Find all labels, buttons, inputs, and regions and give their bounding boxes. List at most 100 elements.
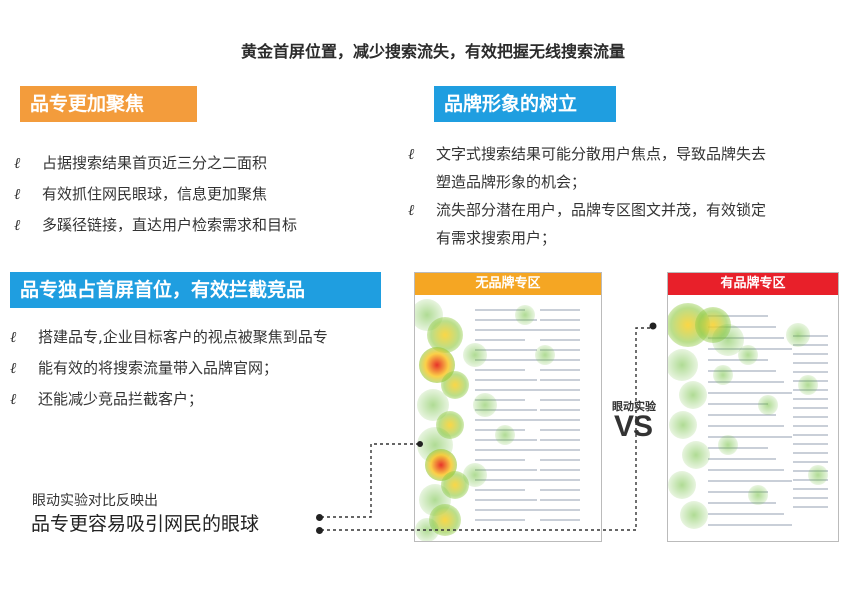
bullet-icon: ℓ bbox=[408, 145, 415, 163]
heat-spot bbox=[682, 441, 710, 469]
heat-spot bbox=[463, 463, 487, 487]
heatmap-field bbox=[668, 295, 838, 541]
result-text-line bbox=[540, 349, 580, 351]
tag-focus: 品专更加聚焦 bbox=[20, 86, 197, 122]
heat-spot bbox=[473, 393, 497, 417]
panel-header-without-brand: 无品牌专区 bbox=[415, 273, 601, 295]
result-text-line bbox=[540, 519, 580, 521]
result-text-line bbox=[475, 489, 525, 491]
heat-spot bbox=[786, 323, 810, 347]
result-text-line bbox=[708, 436, 792, 438]
result-text-line bbox=[708, 414, 776, 416]
result-text-line bbox=[708, 513, 784, 515]
bullet-icon: ℓ bbox=[10, 390, 17, 408]
result-text-line bbox=[475, 349, 537, 351]
result-text-line bbox=[475, 509, 549, 511]
result-text-line bbox=[475, 309, 525, 311]
result-text-line bbox=[540, 449, 580, 451]
tag-first-screen: 品专独占首屏首位，有效拦截竞品 bbox=[10, 272, 381, 308]
result-text-line bbox=[540, 369, 580, 371]
result-text-line bbox=[540, 389, 580, 391]
result-text-line bbox=[475, 359, 549, 361]
result-text-line bbox=[540, 479, 580, 481]
heat-spot bbox=[668, 349, 698, 381]
bullet-icon: ℓ bbox=[14, 216, 21, 234]
heat-spot bbox=[680, 501, 708, 529]
result-text-line bbox=[475, 459, 525, 461]
result-text-line bbox=[540, 359, 580, 361]
result-text-line bbox=[708, 469, 784, 471]
connector-dot bbox=[316, 527, 323, 534]
result-text-line bbox=[540, 399, 580, 401]
result-text-line bbox=[540, 319, 580, 321]
result-text-line bbox=[708, 458, 776, 460]
result-text-line bbox=[708, 315, 768, 317]
result-text-line bbox=[793, 416, 828, 418]
result-text-line bbox=[793, 506, 828, 508]
result-text-line bbox=[475, 379, 537, 381]
result-text-line bbox=[793, 371, 828, 373]
heatmap-field bbox=[415, 295, 601, 541]
result-text-line bbox=[540, 309, 580, 311]
result-text-line bbox=[475, 499, 537, 501]
heatmap-without-brand: 无品牌专区 bbox=[414, 272, 602, 542]
result-text-line bbox=[793, 461, 828, 463]
heat-spot bbox=[669, 411, 697, 439]
result-text-line bbox=[540, 469, 580, 471]
result-text-line bbox=[708, 447, 768, 449]
result-text-line bbox=[540, 379, 580, 381]
result-text-line bbox=[475, 389, 549, 391]
heat-spot bbox=[415, 518, 439, 541]
result-text-line bbox=[540, 339, 580, 341]
result-text-line bbox=[475, 469, 537, 471]
page-title: 黄金首屏位置，减少搜索流失，有效把握无线搜索流量 bbox=[240, 42, 625, 61]
vs-label: VS bbox=[614, 410, 653, 443]
result-text-line bbox=[708, 381, 784, 383]
bottom-headline: 品专更容易吸引网民的眼球 bbox=[31, 513, 260, 535]
heat-spot bbox=[713, 365, 733, 385]
result-text-line bbox=[793, 443, 828, 445]
result-text-line bbox=[708, 370, 776, 372]
result-text-line bbox=[793, 344, 828, 346]
result-text-line bbox=[475, 399, 525, 401]
result-text-line bbox=[793, 452, 828, 454]
heat-spot bbox=[668, 471, 696, 499]
eye-tracking-label: 眼动实验 bbox=[612, 400, 656, 413]
result-text-line bbox=[793, 488, 828, 490]
result-text-line bbox=[540, 329, 580, 331]
heat-spot bbox=[808, 465, 828, 485]
panel-header-with-brand: 有品牌专区 bbox=[668, 273, 838, 295]
connector-dot bbox=[316, 514, 323, 521]
result-text-line bbox=[475, 519, 525, 521]
result-text-line bbox=[540, 509, 580, 511]
heat-spot bbox=[679, 381, 707, 409]
heat-spot bbox=[738, 345, 758, 365]
result-text-line bbox=[475, 329, 549, 331]
result-text-line bbox=[793, 497, 828, 499]
result-text-line bbox=[475, 319, 537, 321]
result-text-line bbox=[475, 409, 537, 411]
bullet-icon: ℓ bbox=[10, 359, 17, 377]
result-text-line bbox=[793, 434, 828, 436]
result-text-line bbox=[793, 353, 828, 355]
result-text-line bbox=[708, 491, 768, 493]
result-text-line bbox=[708, 480, 792, 482]
result-text-line bbox=[540, 439, 580, 441]
result-text-line bbox=[708, 337, 784, 339]
result-text-line bbox=[793, 425, 828, 427]
result-text-line bbox=[793, 398, 828, 400]
result-text-line bbox=[540, 459, 580, 461]
heat-spot bbox=[748, 485, 768, 505]
result-text-line bbox=[793, 362, 828, 364]
heat-spot bbox=[758, 395, 778, 415]
heat-spot bbox=[495, 425, 515, 445]
